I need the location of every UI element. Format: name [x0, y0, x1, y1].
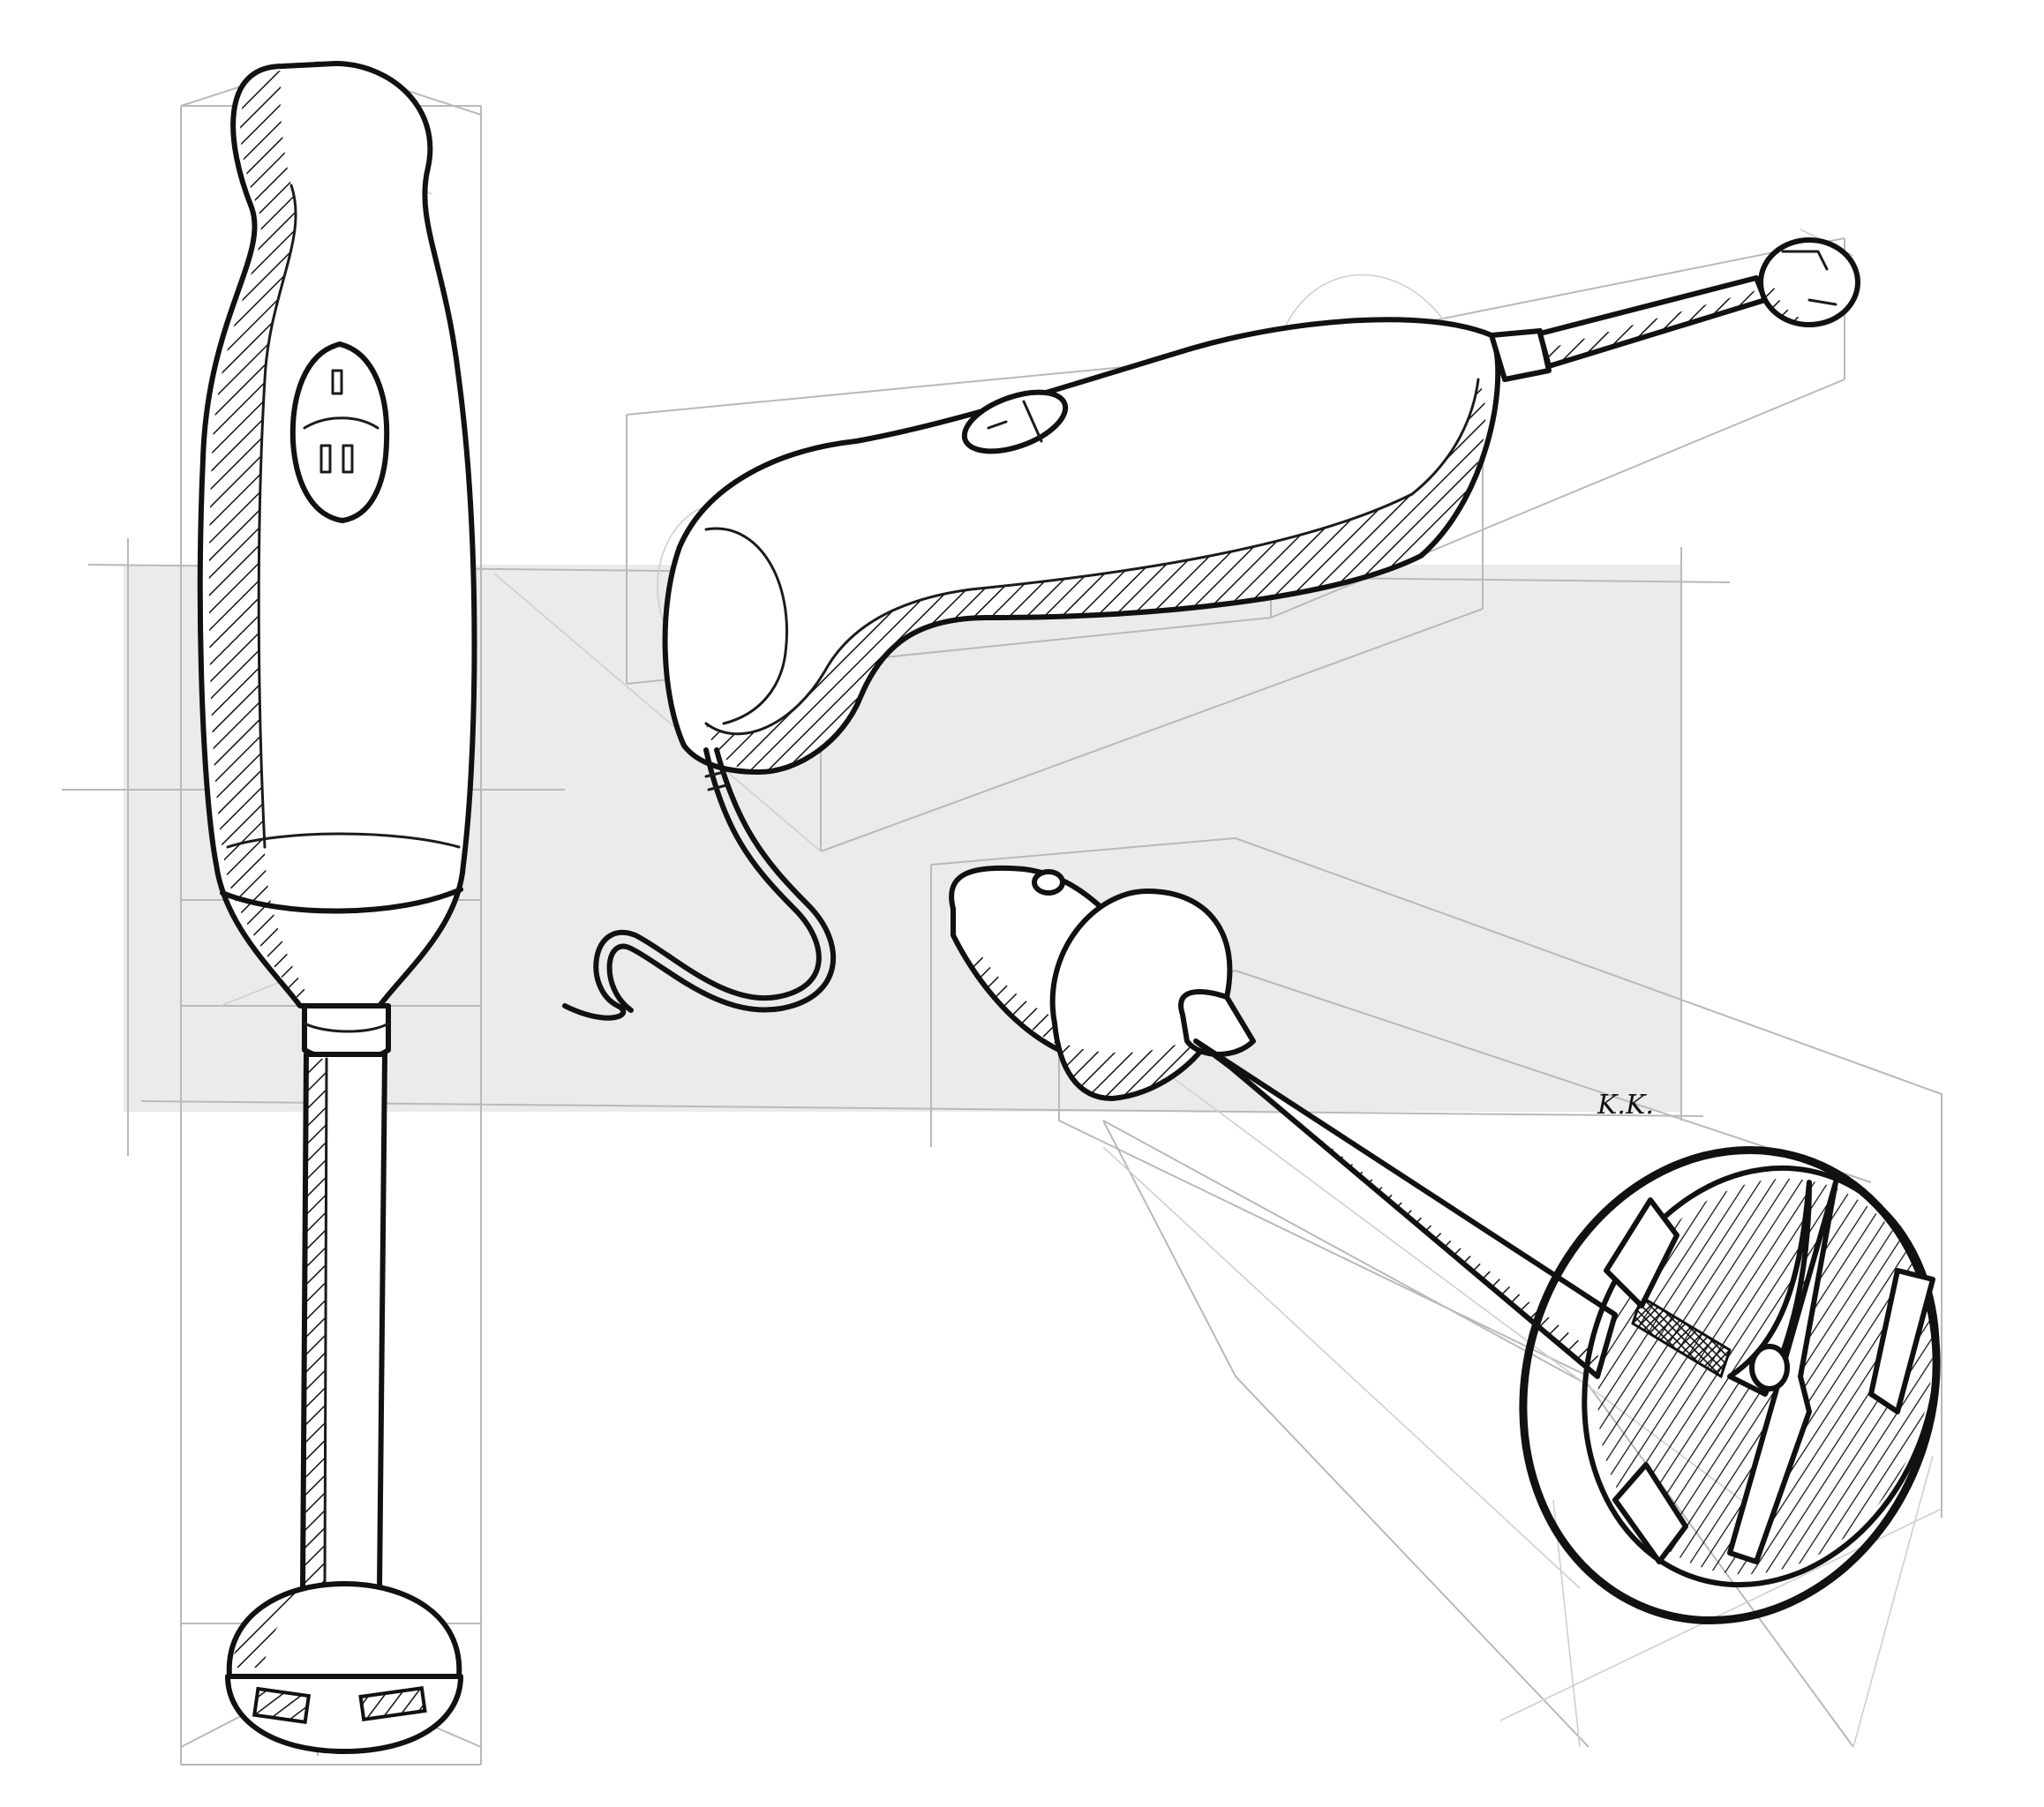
svg-text:K.K.: K.K. [1597, 1090, 1654, 1121]
power-switch-front [289, 341, 390, 523]
power-switch-perspective [961, 389, 1069, 454]
construction-lines-shaft [930, 836, 1943, 1748]
blade-guard-perspective [1519, 1146, 1941, 1624]
artist-signature: K.K. [1597, 1090, 1654, 1121]
blade-guard-front [225, 1581, 463, 1754]
blender-shaft-perspective [930, 836, 1943, 1748]
blender-front-view [180, 60, 482, 1766]
blender-handle-perspective [493, 229, 1860, 1021]
power-cord [562, 747, 837, 1021]
